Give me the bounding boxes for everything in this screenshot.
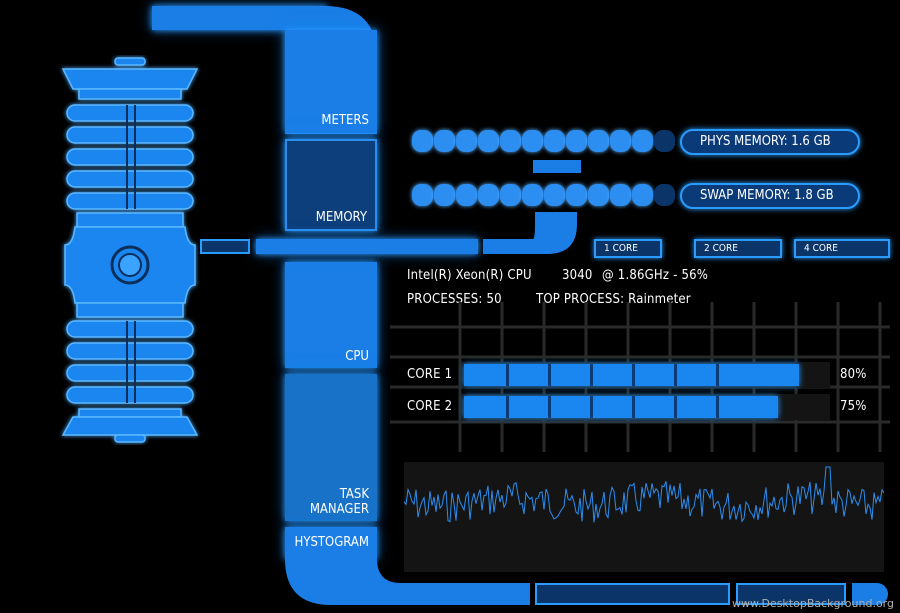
nav-meters[interactable]: METERS xyxy=(285,30,377,133)
swap-memory-readout: SWAP MEMORY: 1.8 GB xyxy=(680,183,860,209)
meter-segment xyxy=(566,184,587,206)
core-4-button[interactable]: 4 CORE xyxy=(794,239,890,258)
meter-segment xyxy=(434,130,455,152)
bar-divider xyxy=(590,364,593,386)
nav-cpu-label: CPU xyxy=(345,349,369,364)
core-2-button[interactable]: 2 CORE xyxy=(694,239,782,258)
meter-segment xyxy=(500,130,521,152)
connector-left xyxy=(200,239,250,254)
meter-segment xyxy=(412,130,433,152)
core-2-bar xyxy=(464,396,778,418)
memory-connector-tab xyxy=(533,160,581,173)
nav-cpu[interactable]: CPU xyxy=(285,262,377,368)
core-1-button[interactable]: 1 CORE xyxy=(594,239,662,258)
meter-segment xyxy=(544,130,565,152)
watermark: www.DesktopBackground.org xyxy=(731,597,894,610)
meter-segment xyxy=(632,130,653,152)
bar-divider xyxy=(674,364,677,386)
meter-segment xyxy=(434,184,455,206)
swap-memory-meter xyxy=(412,184,677,206)
nav-histogram-label: HYSTOGRAM xyxy=(294,535,369,550)
bar-divider xyxy=(632,364,635,386)
meter-segment xyxy=(654,184,675,206)
meter-segment xyxy=(522,184,543,206)
cpu-model-text: Intel(R) Xeon(R) CPU xyxy=(407,268,532,283)
phys-memory-readout: PHYS MEMORY: 1.6 GB xyxy=(680,129,860,155)
bar-divider xyxy=(548,396,551,418)
bottom-elbow xyxy=(285,559,530,605)
cpu-speed-text: @ 1.86GHz - 56% xyxy=(602,268,709,283)
bar-divider xyxy=(716,396,719,418)
nav-meters-label: METERS xyxy=(321,113,369,128)
meter-segment xyxy=(566,130,587,152)
meter-segment xyxy=(478,130,499,152)
bar-divider xyxy=(716,364,719,386)
phys-memory-meter xyxy=(412,130,677,152)
core-2-percent: 75% xyxy=(840,399,867,414)
bottom-bar-segment-2 xyxy=(736,583,846,605)
meter-segment xyxy=(544,184,565,206)
bar-divider xyxy=(506,364,509,386)
cpu-histogram xyxy=(404,462,884,572)
meter-segment xyxy=(654,130,675,152)
nav-memory[interactable]: MEMORY xyxy=(285,139,377,231)
reactor-core-graphic xyxy=(61,57,199,443)
core-1-percent: 80% xyxy=(840,367,867,382)
bottom-bar-segment-1 xyxy=(535,583,730,605)
meter-segment xyxy=(588,184,609,206)
meter-segment xyxy=(456,184,477,206)
bar-divider xyxy=(548,364,551,386)
bar-divider xyxy=(506,396,509,418)
meter-segment xyxy=(588,130,609,152)
meter-segment xyxy=(522,130,543,152)
meter-segment xyxy=(412,184,433,206)
nav-histogram[interactable]: HYSTOGRAM xyxy=(285,527,377,559)
meter-segment xyxy=(610,184,631,206)
core-1-label: CORE 1 xyxy=(407,367,453,382)
connector-main xyxy=(256,239,478,254)
core-1-bar xyxy=(464,364,799,386)
nav-memory-label: MEMORY xyxy=(315,210,367,225)
meter-segment xyxy=(456,130,477,152)
core-2-label: CORE 2 xyxy=(407,399,453,414)
processes-count: PROCESSES: 50 xyxy=(407,292,502,307)
cpu-model-number: 3040 xyxy=(562,268,593,283)
bar-divider xyxy=(674,396,677,418)
top-process: TOP PROCESS: Rainmeter xyxy=(536,292,691,307)
connector-elbow xyxy=(483,212,577,254)
meter-segment xyxy=(632,184,653,206)
bar-divider xyxy=(590,396,593,418)
bar-divider xyxy=(632,396,635,418)
meter-segment xyxy=(500,184,521,206)
bottom-bar-cap xyxy=(852,583,888,605)
meter-segment xyxy=(478,184,499,206)
meter-segment xyxy=(610,130,631,152)
